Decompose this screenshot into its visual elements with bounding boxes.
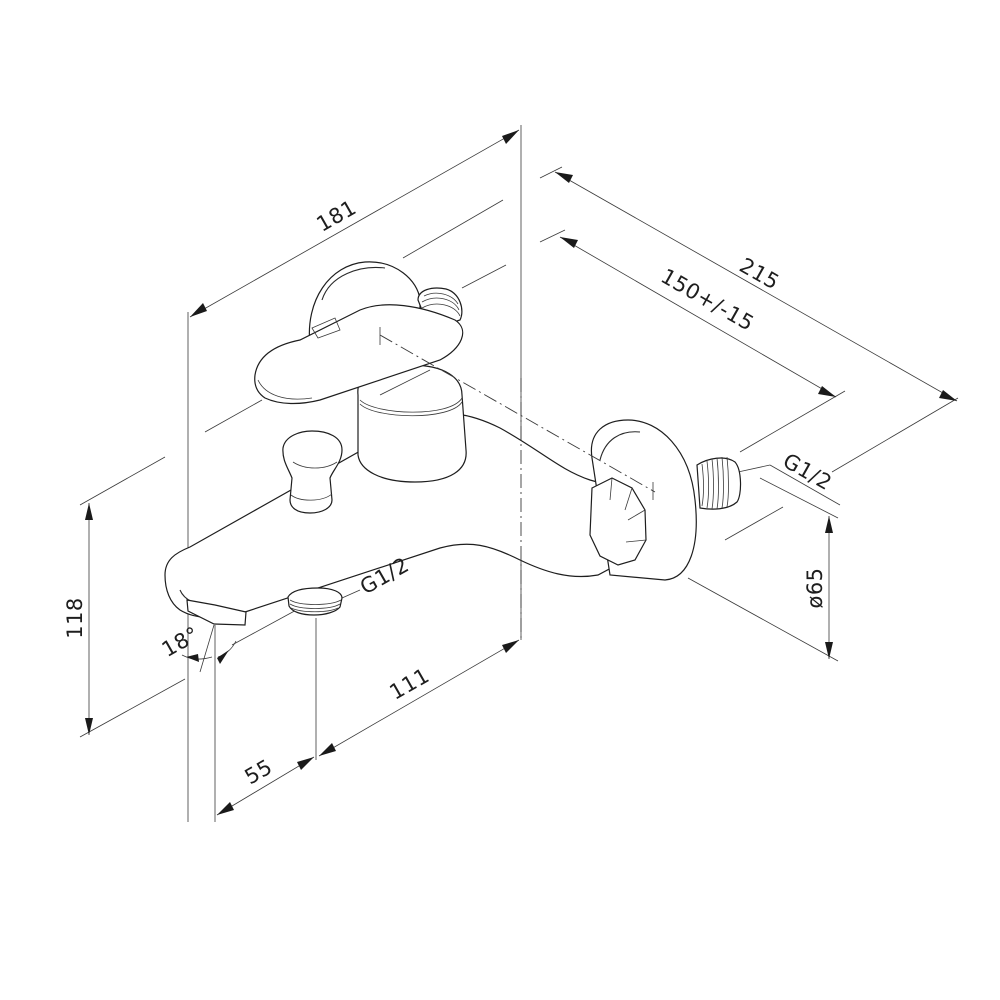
hex-nut — [589, 477, 647, 566]
dimension-215: 215 — [539, 166, 959, 473]
dimension-111: 111 — [318, 639, 520, 757]
dimension-label-111: 111 — [386, 663, 434, 704]
dimension-label-diameter-65: ø65 — [803, 567, 827, 608]
lever-handle — [254, 304, 464, 405]
faucet-body — [164, 261, 742, 640]
dimension-label-118: 118 — [63, 597, 87, 639]
thread-label-inlet: G1/2 — [737, 449, 841, 506]
diverter-knob — [282, 430, 343, 514]
dimension-150: 150+/-15 — [539, 229, 846, 453]
dimension-label-181: 181 — [313, 195, 361, 236]
inlet-thread — [696, 456, 742, 510]
dimension-angle-18: 18° — [158, 622, 237, 822]
shower-outlet-thread — [287, 587, 343, 616]
dimension-118: 118 — [63, 456, 186, 738]
thread-label-inlet-text: G1/2 — [779, 449, 836, 496]
dimension-label-55: 55 — [241, 755, 277, 790]
dimension-diameter-65: ø65 — [687, 477, 839, 662]
